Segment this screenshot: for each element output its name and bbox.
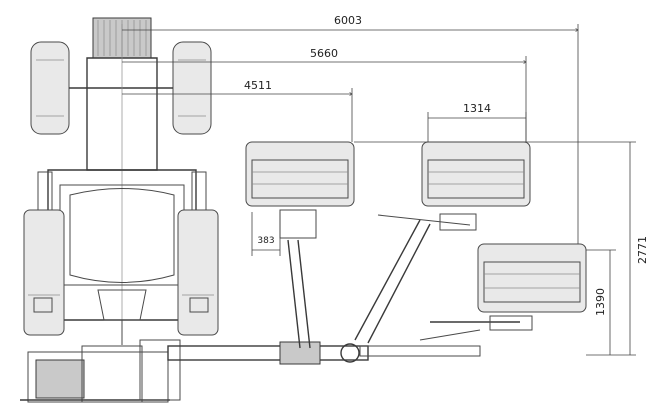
dimension-4511: 4511	[122, 79, 352, 142]
dim-label-5660: 5660	[310, 47, 338, 60]
dim-label-1314: 1314	[463, 102, 491, 115]
mower-head-1	[245, 141, 355, 207]
gearbox	[35, 359, 85, 399]
front-left-wheel	[30, 41, 70, 135]
dim-label-6003: 6003	[334, 14, 362, 27]
front-right-wheel	[172, 41, 212, 135]
dimension-383: 383	[251, 212, 281, 256]
dimension-6003: 6003	[122, 14, 578, 244]
tractor	[23, 17, 219, 345]
mower-base-frame	[20, 339, 481, 403]
dimension-1314: 1314	[427, 102, 527, 142]
dimension-5660: 5660	[122, 47, 526, 142]
arm-2	[354, 213, 533, 344]
main-boom	[167, 345, 369, 361]
dimension-1390: 1390	[586, 249, 616, 355]
dim-label-1390: 1390	[594, 288, 607, 316]
dim-label-383: 383	[257, 236, 274, 246]
dimension-2771: 2771	[354, 141, 649, 356]
arm-1	[279, 209, 317, 349]
mower-head-2	[421, 141, 531, 207]
rear-right-wheel	[177, 209, 219, 336]
dim-label-2771: 2771	[636, 236, 649, 264]
dim-label-4511: 4511	[244, 79, 272, 92]
mower-head-3	[477, 243, 587, 313]
rear-left-wheel	[23, 209, 65, 336]
